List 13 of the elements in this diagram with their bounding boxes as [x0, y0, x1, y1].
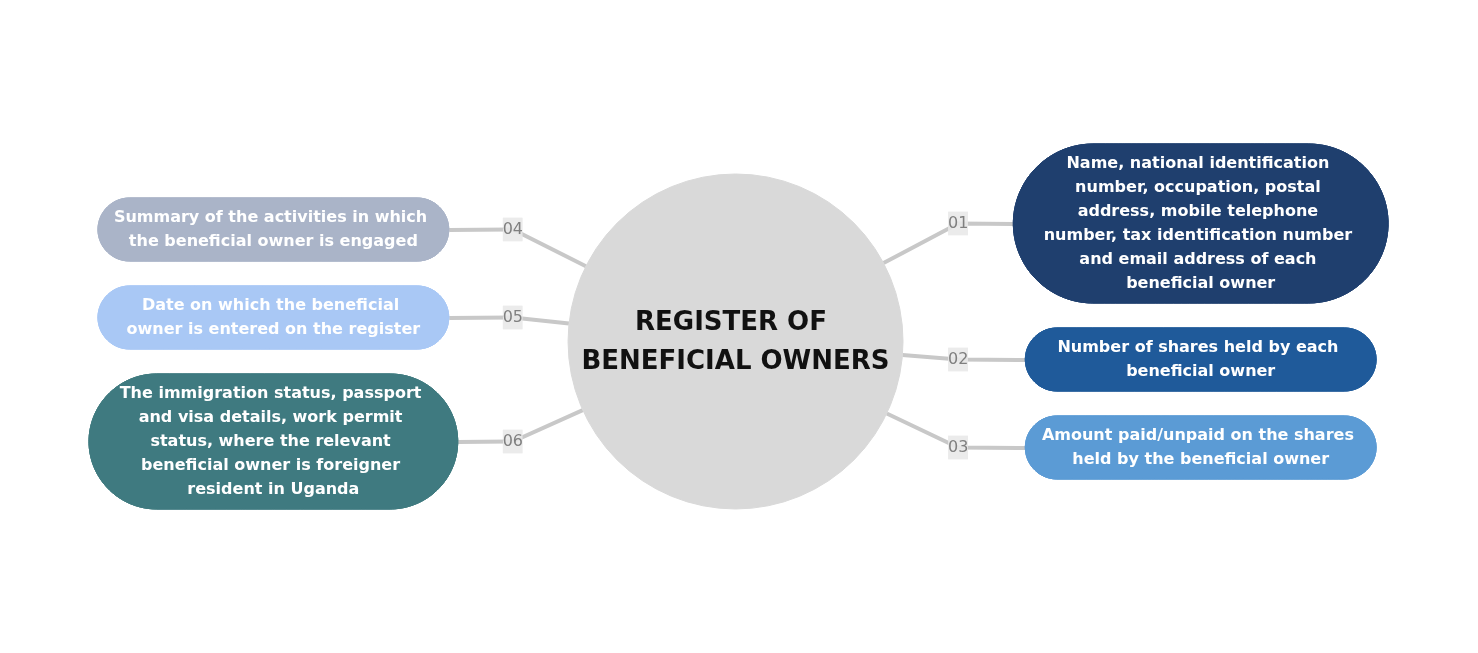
connector [883, 221, 1015, 265]
edge-label: 03 [948, 437, 969, 457]
connector [449, 315, 570, 326]
edge-label: 01 [948, 213, 969, 233]
edge-label: 04 [503, 219, 524, 239]
connector [902, 353, 1027, 362]
connector [458, 408, 585, 444]
edge-label: 02 [948, 349, 969, 369]
connector [449, 227, 588, 268]
edge-label: 05 [503, 307, 524, 327]
edge-label: 06 [503, 431, 524, 451]
node-circle: REGISTER OF BENEFICIAL OWNERS [568, 173, 904, 510]
connector [886, 411, 1027, 450]
